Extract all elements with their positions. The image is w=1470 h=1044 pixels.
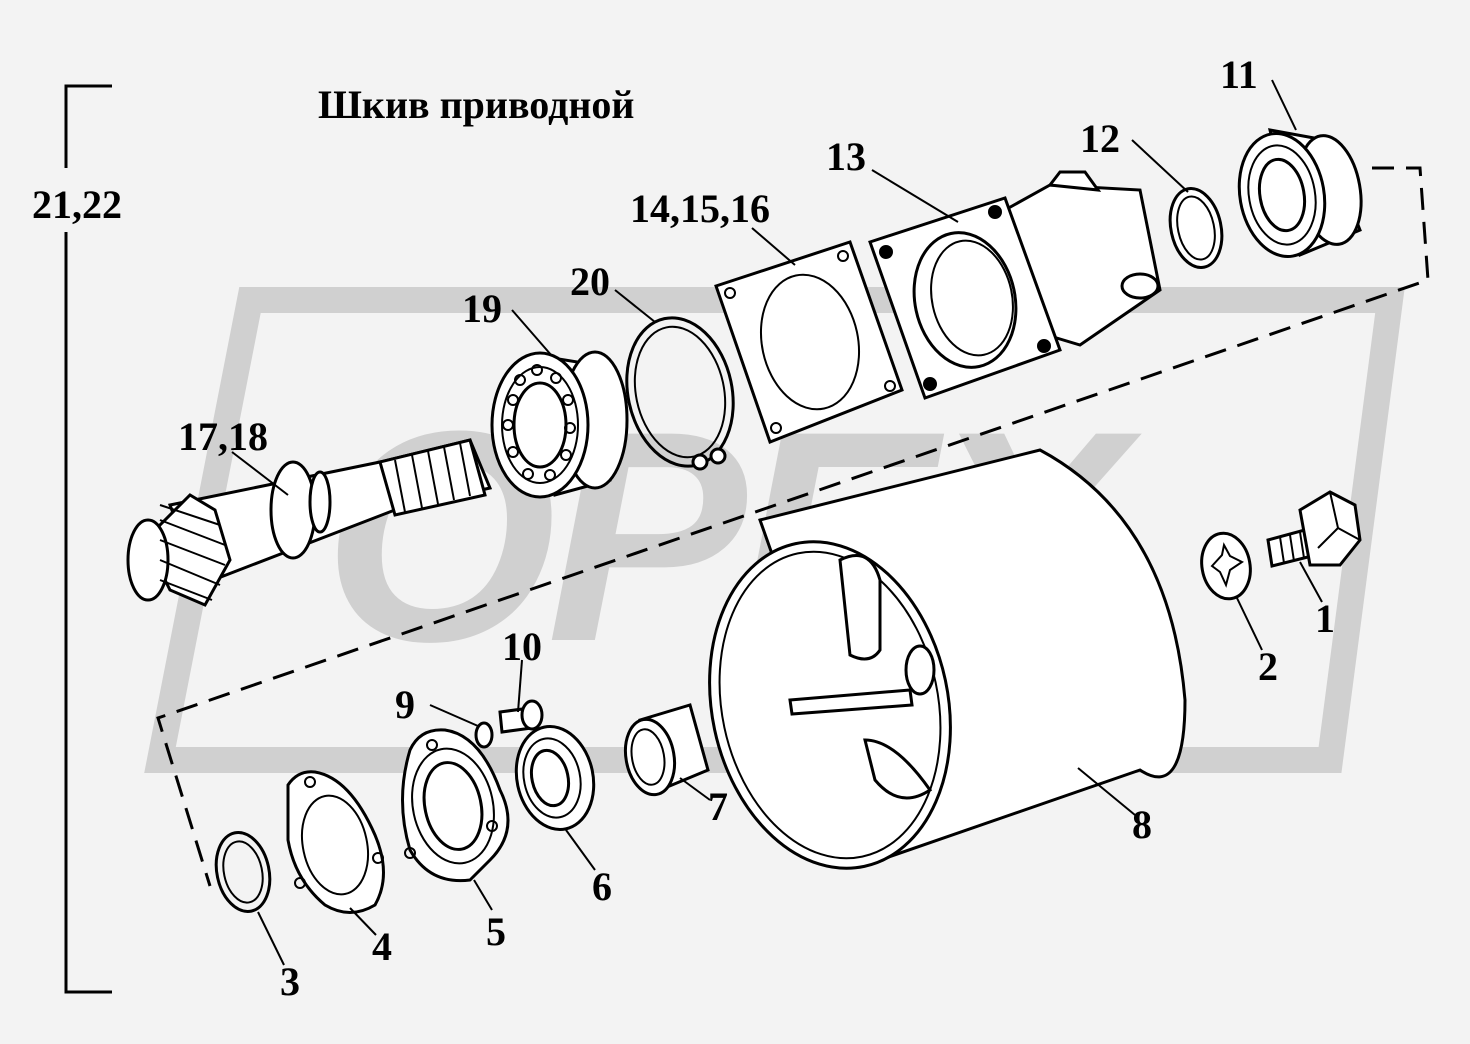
part-2-lock-washer	[1200, 531, 1252, 601]
leader-10	[517, 659, 523, 713]
label-3: 3	[280, 959, 300, 1004]
diagram-title: Шкив приводной	[318, 82, 634, 127]
part-17-18-pinion-shaft	[126, 438, 493, 607]
part-6-seal	[514, 725, 596, 831]
label-9: 9	[395, 682, 415, 727]
label-17-18: 17,18	[178, 414, 268, 459]
part-1-bolt	[1266, 490, 1362, 568]
leader-6	[565, 829, 596, 871]
leader-12	[1131, 139, 1189, 193]
label-13: 13	[826, 134, 866, 179]
label-6: 6	[592, 864, 612, 909]
leader-9	[429, 704, 479, 727]
part-9-washer	[474, 721, 494, 749]
part-3-ring	[214, 831, 272, 913]
part-19-bearing	[490, 350, 629, 499]
label-12: 12	[1080, 116, 1120, 161]
part-5-flange	[401, 728, 510, 883]
part-20-retaining-ring	[625, 316, 735, 471]
label-20: 20	[570, 259, 610, 304]
leader-20	[614, 289, 656, 323]
label-1: 1	[1315, 596, 1335, 641]
leader-14-16	[751, 227, 796, 266]
leader-4	[349, 907, 377, 936]
label-5: 5	[486, 909, 506, 954]
leader-3	[257, 911, 285, 966]
part-4-gasket	[286, 770, 385, 914]
part-7-bushing	[623, 703, 710, 797]
leader-5	[473, 879, 493, 911]
part-11-bearing	[1237, 128, 1363, 258]
part-8-pulley-drum	[708, 448, 1187, 870]
leader-8	[1077, 767, 1136, 816]
leader-17-18	[231, 451, 289, 496]
label-8: 8	[1132, 802, 1152, 847]
label-14-16: 14,15,16	[630, 186, 770, 231]
label-2: 2	[1258, 644, 1278, 689]
leader-19	[511, 309, 553, 357]
leader-1	[1299, 561, 1323, 603]
part-14-16-gasket	[714, 240, 904, 444]
part-13-housing	[868, 170, 1162, 400]
leader-2	[1235, 595, 1263, 651]
assembly-bracket	[64, 84, 112, 994]
part-12-ring	[1168, 187, 1224, 269]
label-21-22: 21,22	[32, 182, 122, 227]
label-7: 7	[708, 784, 728, 829]
label-4: 4	[372, 924, 392, 969]
part-10-screw	[498, 699, 544, 734]
leader-11	[1271, 79, 1297, 131]
label-11: 11	[1220, 52, 1258, 97]
leader-13	[871, 169, 959, 223]
leader-7	[679, 777, 711, 801]
label-19: 19	[462, 286, 502, 331]
